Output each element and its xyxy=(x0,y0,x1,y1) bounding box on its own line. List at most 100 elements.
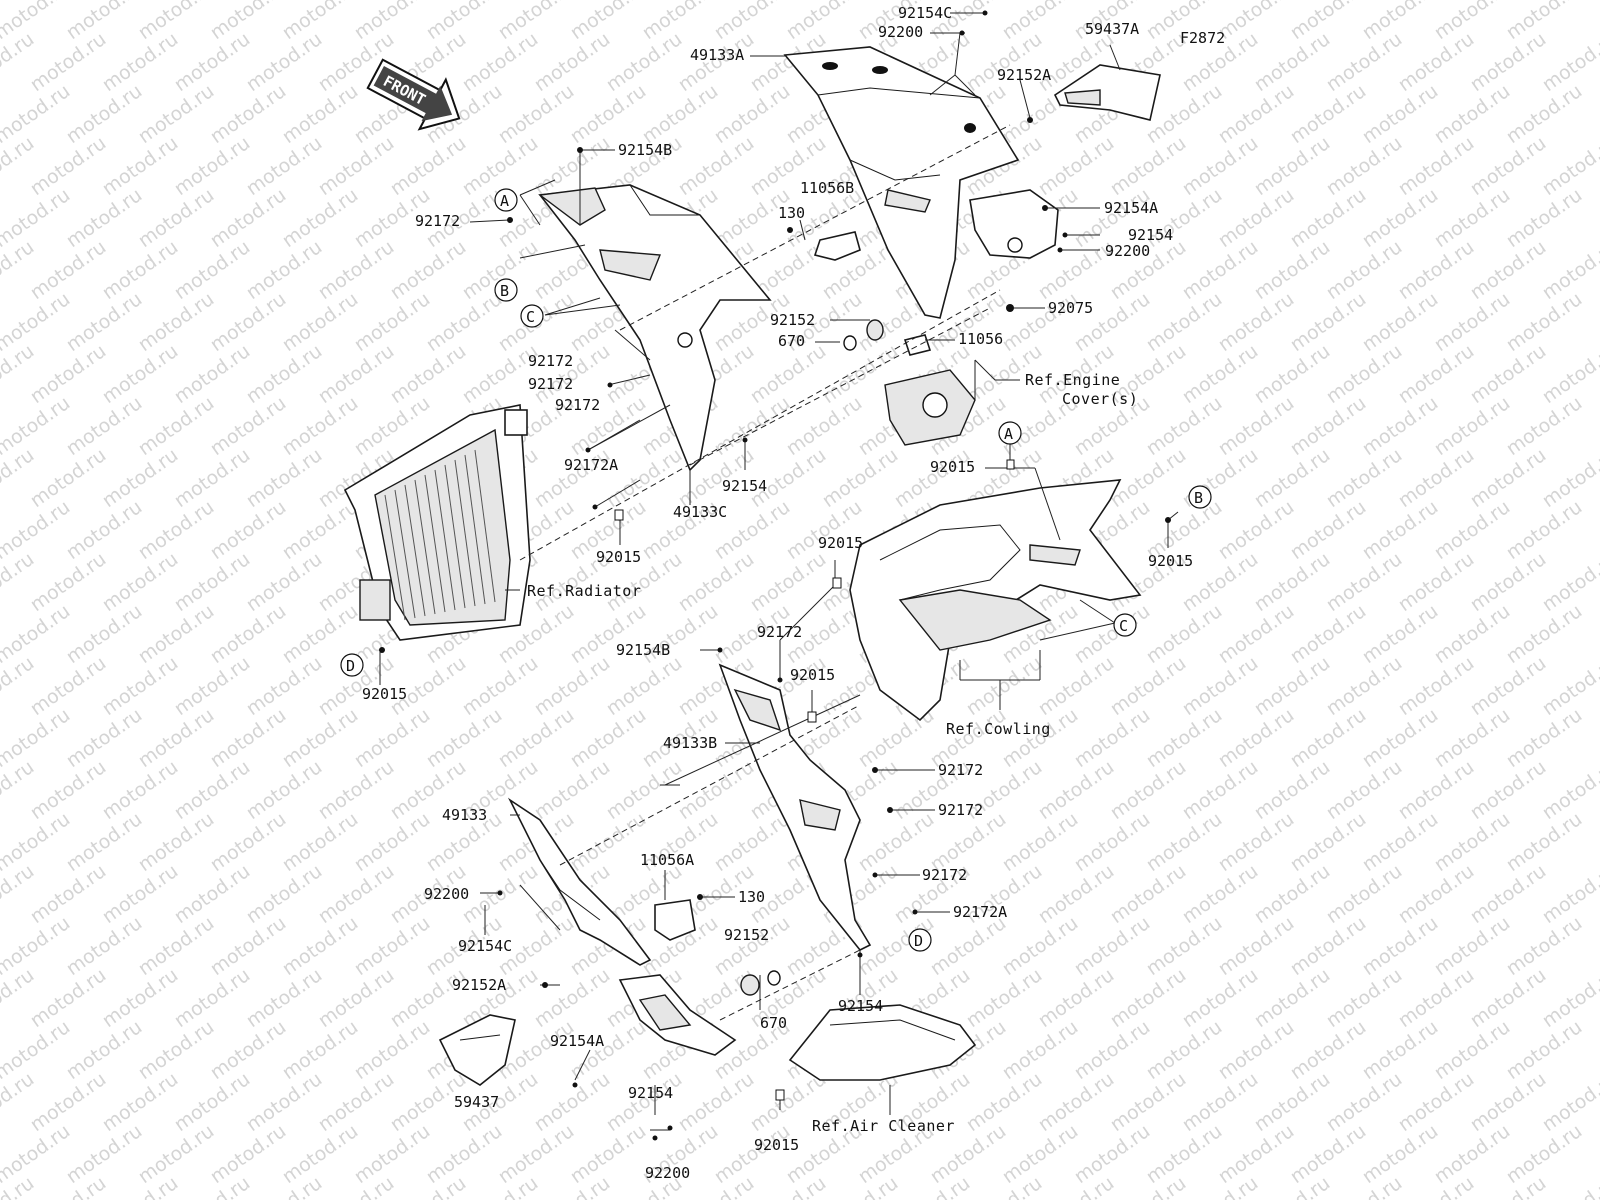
watermark-text: motod.ru xyxy=(26,964,110,1032)
watermark-text: motod.ru xyxy=(1070,600,1154,668)
watermark-text: motod.ru xyxy=(1466,756,1550,824)
watermark-text: motod.ru xyxy=(98,860,182,928)
watermark-text: motod.ru xyxy=(1286,1016,1370,1084)
watermark-text: motod.ru xyxy=(26,860,110,928)
label-92200-right: 92200 xyxy=(1105,242,1150,260)
watermark-text: motod.ru xyxy=(62,80,146,148)
watermark-text: motod.ru xyxy=(1286,704,1370,772)
watermark-text: motod.ru xyxy=(1394,756,1478,824)
svg-text:B: B xyxy=(1194,489,1203,507)
label-92172A-top: 92172A xyxy=(564,456,618,474)
watermark-text: motod.ru xyxy=(98,28,182,96)
watermark-text: motod.ru xyxy=(98,548,182,616)
watermark-text: motod.ru xyxy=(1502,496,1586,564)
watermark-text: motod.ru xyxy=(278,808,362,876)
svg-text:C: C xyxy=(526,308,535,326)
watermark-text: motod.ru xyxy=(1322,860,1406,928)
watermark-text: motod.ru xyxy=(1430,80,1514,148)
watermark-text: motod.ru xyxy=(350,912,434,980)
label-92152A-low: 92152A xyxy=(452,976,506,994)
watermark-text: motod.ru xyxy=(1034,1068,1118,1136)
watermark-text: motod.ru xyxy=(1322,28,1406,96)
watermark-text: motod.ru xyxy=(1214,808,1298,876)
watermark-text: motod.ru xyxy=(782,0,866,44)
watermark-text: motod.ru xyxy=(1178,652,1262,720)
watermark-text: motod.ru xyxy=(1250,132,1334,200)
part-11056B-bracket xyxy=(813,231,861,261)
ref-cowling: Ref.Cowling xyxy=(946,720,1051,738)
watermark-text: motod.ru xyxy=(1214,80,1298,148)
watermark-text: motod.ru xyxy=(134,184,218,252)
watermark-text: motod.ru xyxy=(26,340,110,408)
watermark-text: motod.ru xyxy=(1070,808,1154,876)
watermark-text: motod.ru xyxy=(206,808,290,876)
watermark-text: motod.ru xyxy=(1430,392,1514,460)
watermark-text: motod.ru xyxy=(1250,652,1334,720)
watermark-text: motod.ru xyxy=(602,756,686,824)
watermark-text: motod.ru xyxy=(1322,548,1406,616)
watermark-text: motod.ru xyxy=(710,80,794,148)
label-92154-bottom: 92154 xyxy=(628,1084,673,1102)
watermark-text: motod.ru xyxy=(1430,288,1514,356)
label-92152-low: 92152 xyxy=(724,926,769,944)
watermark-text: motod.ru xyxy=(1250,236,1334,304)
watermark-text: motod.ru xyxy=(746,964,830,1032)
watermark-text: motod.ru xyxy=(170,548,254,616)
watermark-text: motod.ru xyxy=(1466,652,1550,720)
watermark-text: motod.ru xyxy=(242,860,326,928)
label-11056B: 11056B xyxy=(800,179,854,197)
watermark-text: motod.ru xyxy=(1142,600,1226,668)
watermark-text: motod.ru xyxy=(26,548,110,616)
watermark-text: motod.ru xyxy=(1286,288,1370,356)
watermark-text: motod.ru xyxy=(314,340,398,408)
label-92152-top: 92152 xyxy=(770,311,815,329)
watermark-text: motod.ru xyxy=(1466,444,1550,512)
watermark-text: motod.ru xyxy=(170,964,254,1032)
watermark-text: motod.ru xyxy=(458,132,542,200)
watermark-text: motod.ru xyxy=(278,1016,362,1084)
watermark-text: motod.ru xyxy=(170,756,254,824)
watermark-text: motod.ru xyxy=(26,444,110,512)
watermark-text: motod.ru xyxy=(1142,1120,1226,1188)
label-49133B: 49133B xyxy=(663,734,717,752)
watermark-text: motod.ru xyxy=(350,288,434,356)
watermark-text: motod.ru xyxy=(530,1068,614,1136)
watermark-text: motod.ru xyxy=(314,236,398,304)
watermark-text: motod.ru xyxy=(1430,1016,1514,1084)
watermark-text: motod.ru xyxy=(1286,80,1370,148)
watermark-text: motod.ru xyxy=(1142,808,1226,876)
watermark-text: motod.ru xyxy=(1214,496,1298,564)
label-130-top: 130 xyxy=(778,204,805,222)
label-59437: 59437 xyxy=(454,1093,499,1111)
watermark-text: motod.ru xyxy=(1286,496,1370,564)
watermark-text: motod.ru xyxy=(1034,756,1118,824)
watermark-text: motod.ru xyxy=(1502,80,1586,148)
watermark-text: motod.ru xyxy=(1106,132,1190,200)
label-92154C-low: 92154C xyxy=(458,937,512,955)
watermark-text: motod.ru xyxy=(134,80,218,148)
label-92172-e: 92172 xyxy=(757,623,802,641)
watermark-text: motod.ru xyxy=(998,808,1082,876)
watermark-text: motod.ru xyxy=(1178,340,1262,408)
ref-cowling-shape xyxy=(849,479,1142,722)
watermark-text: motod.ru xyxy=(1358,392,1442,460)
svg-text:D: D xyxy=(346,657,355,675)
part-49133C-inner-panel xyxy=(538,184,772,472)
watermark-text: motod.ru xyxy=(98,340,182,408)
watermark-text: motod.ru xyxy=(1394,860,1478,928)
watermark-text: motod.ru xyxy=(242,756,326,824)
watermark-text: motod.ru xyxy=(206,912,290,980)
watermark-text: motod.ru xyxy=(1250,860,1334,928)
callout-a-upper: A xyxy=(494,188,518,212)
watermark-text: motod.ru xyxy=(314,132,398,200)
label-92200-bottom: 92200 xyxy=(645,1164,690,1182)
watermark-text: motod.ru xyxy=(458,652,542,720)
watermark-text: motod.ru xyxy=(62,600,146,668)
watermark-text: motod.ru xyxy=(1502,1120,1586,1188)
watermark-text: motod.ru xyxy=(818,444,902,512)
watermark-text: motod.ru xyxy=(386,340,470,408)
watermark-text: motod.ru xyxy=(1214,184,1298,252)
watermark-text: motod.ru xyxy=(206,1016,290,1084)
watermark-text: motod.ru xyxy=(134,392,218,460)
label-92154B-top: 92154B xyxy=(618,141,672,159)
